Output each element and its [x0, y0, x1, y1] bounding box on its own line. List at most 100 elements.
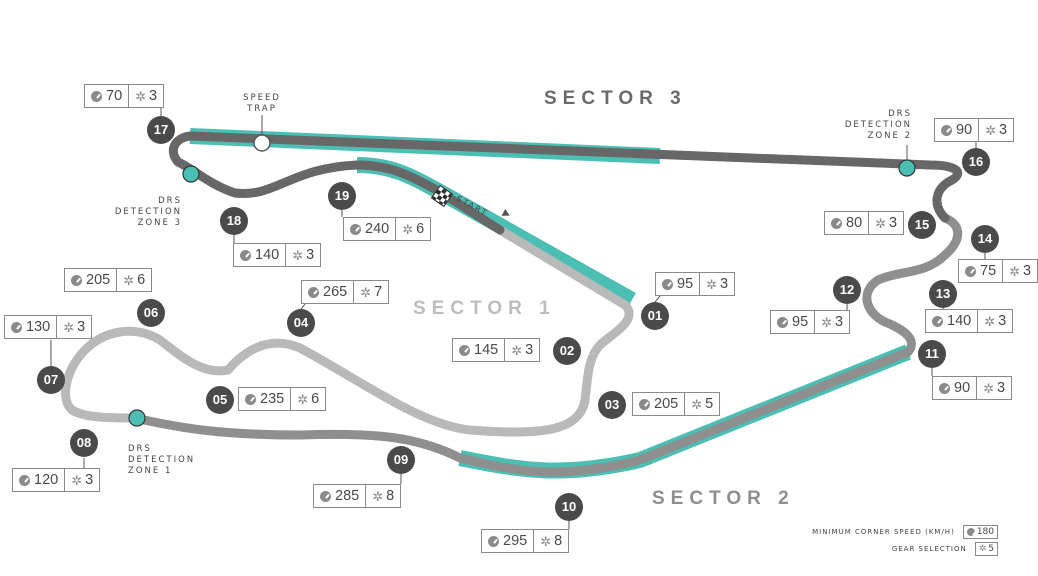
min-speed-cell: 95: [656, 273, 699, 295]
gear-icon: ✲: [402, 221, 414, 237]
min-speed-value: 295: [503, 533, 528, 549]
gear-icon: ✲: [875, 215, 887, 231]
gear-cell: ✲6: [290, 388, 325, 410]
gear-value: 3: [835, 314, 844, 330]
gear-icon: ✲: [123, 272, 135, 288]
turn-01-connector: [654, 295, 661, 303]
min-speed-cell: 205: [65, 269, 116, 291]
speed-trap-label: SPEED TRAP: [243, 93, 281, 114]
sector-2-label: SECTOR 2: [652, 488, 795, 509]
turn-07-marker: 07: [37, 366, 65, 394]
speedometer-icon: [459, 344, 470, 356]
min-speed-value: 95: [792, 314, 809, 330]
gear-value: 3: [1023, 263, 1032, 279]
speedometer-icon: [966, 528, 975, 536]
gear-cell: ✲8: [533, 530, 568, 552]
min-speed-value: 265: [323, 284, 348, 300]
legend-speed-example: 180: [962, 525, 998, 539]
turn-02-marker: 02: [553, 337, 581, 365]
speedometer-icon: [91, 90, 102, 102]
turn-01-info: 95✲3: [655, 272, 736, 296]
turn-06-info: 205✲6: [64, 268, 153, 292]
turn-17-marker: 17: [147, 116, 175, 144]
turn-01-marker: 01: [641, 302, 669, 330]
turn-13-info: 140✲3: [925, 309, 1014, 333]
speedometer-icon: [662, 278, 673, 290]
min-speed-cell: 140: [926, 310, 977, 332]
turn-04-connector: [300, 303, 306, 310]
min-speed-value: 235: [260, 391, 285, 407]
min-speed-cell: 145: [453, 339, 504, 361]
min-speed-value: 95: [677, 276, 694, 292]
min-speed-value: 140: [255, 247, 280, 263]
drs-detection-3-marker: [182, 165, 200, 183]
turn-14-info: 75✲3: [958, 259, 1038, 283]
turn-11-info: 90✲3: [932, 376, 1013, 400]
gear-cell: ✲3: [978, 119, 1013, 141]
legend-gear-label: GEAR SELECTION: [891, 545, 967, 553]
gear-icon: ✲: [360, 284, 372, 300]
turn-05-info: 235 ✲6: [238, 387, 327, 411]
sector-2-track: [130, 213, 963, 477]
min-speed-cell: 80: [825, 212, 868, 234]
gear-value: 3: [720, 276, 729, 292]
speedometer-icon: [240, 249, 251, 261]
gear-value: 3: [889, 215, 898, 231]
turn-14-marker: 14: [971, 225, 999, 253]
min-speed-value: 145: [474, 342, 499, 358]
min-speed-cell: 90: [935, 119, 978, 141]
speedometer-icon: [831, 217, 842, 229]
gear-value: 3: [997, 380, 1006, 396]
turn-connectors: [50, 108, 986, 529]
legend-gear: GEAR SELECTION ✲ 5: [892, 542, 998, 556]
speedometer-icon: [941, 124, 952, 136]
min-speed-value: 80: [846, 215, 863, 231]
drs-detection-zone-2-label: DRS DETECTION ZONE 2: [844, 109, 912, 141]
turn-19-marker: 19: [328, 182, 356, 210]
min-speed-value: 70: [106, 88, 123, 104]
min-speed-value: 90: [956, 122, 973, 138]
min-speed-value: 140: [947, 313, 972, 329]
drs-detection-1-marker: [128, 409, 146, 427]
gear-cell: ✲3: [504, 339, 539, 361]
gear-icon: ✲: [978, 543, 987, 554]
speedometer-icon: [488, 535, 499, 547]
speedometer-icon: [350, 223, 361, 235]
min-speed-cell: 120: [13, 469, 64, 491]
gear-cell: ✲3: [814, 311, 849, 333]
legend-speed-label: MINIMUM CORNER SPEED (KM/H): [812, 528, 955, 536]
legend-gear-example: ✲ 5: [974, 542, 998, 556]
min-speed-value: 285: [335, 488, 360, 504]
turn-11-marker: 11: [918, 340, 946, 368]
gear-value: 8: [554, 533, 563, 549]
turn-03-info: 205✲5: [632, 392, 721, 416]
speedometer-icon: [939, 382, 950, 394]
turn-04-marker: 04: [287, 309, 315, 337]
min-speed-cell: 285: [314, 485, 365, 507]
speedometer-icon: [965, 265, 976, 277]
drs-detection-zone-1-label: DRS DETECTION ZONE 1: [128, 444, 196, 476]
turn-03-marker: 03: [598, 391, 626, 419]
turn-19-info: 240✲6: [343, 217, 432, 241]
gear-icon: ✲: [63, 319, 75, 335]
gear-icon: ✲: [297, 391, 309, 407]
sector-1-label: SECTOR 1: [413, 298, 556, 319]
gear-value: 3: [525, 342, 534, 358]
turn-15-marker: 15: [908, 211, 936, 239]
gear-icon: ✲: [372, 488, 384, 504]
min-speed-cell: 95: [771, 311, 814, 333]
turn-08-info: 120✲3: [12, 468, 101, 492]
turn-16-info: 90 ✲3: [934, 118, 1015, 142]
speedometer-icon: [639, 398, 650, 410]
gear-cell: ✲8: [365, 485, 400, 507]
gear-value: 3: [999, 122, 1008, 138]
gear-value: 3: [306, 247, 315, 263]
min-speed-value: 205: [654, 396, 679, 412]
speedometer-icon: [11, 321, 22, 333]
gear-cell: ✲6: [116, 269, 151, 291]
turn-18-marker: 18: [220, 207, 248, 235]
min-speed-cell: 240: [344, 218, 395, 240]
gear-icon: ✲: [292, 247, 304, 263]
gear-value: 3: [149, 88, 158, 104]
speedometer-icon: [19, 474, 30, 486]
